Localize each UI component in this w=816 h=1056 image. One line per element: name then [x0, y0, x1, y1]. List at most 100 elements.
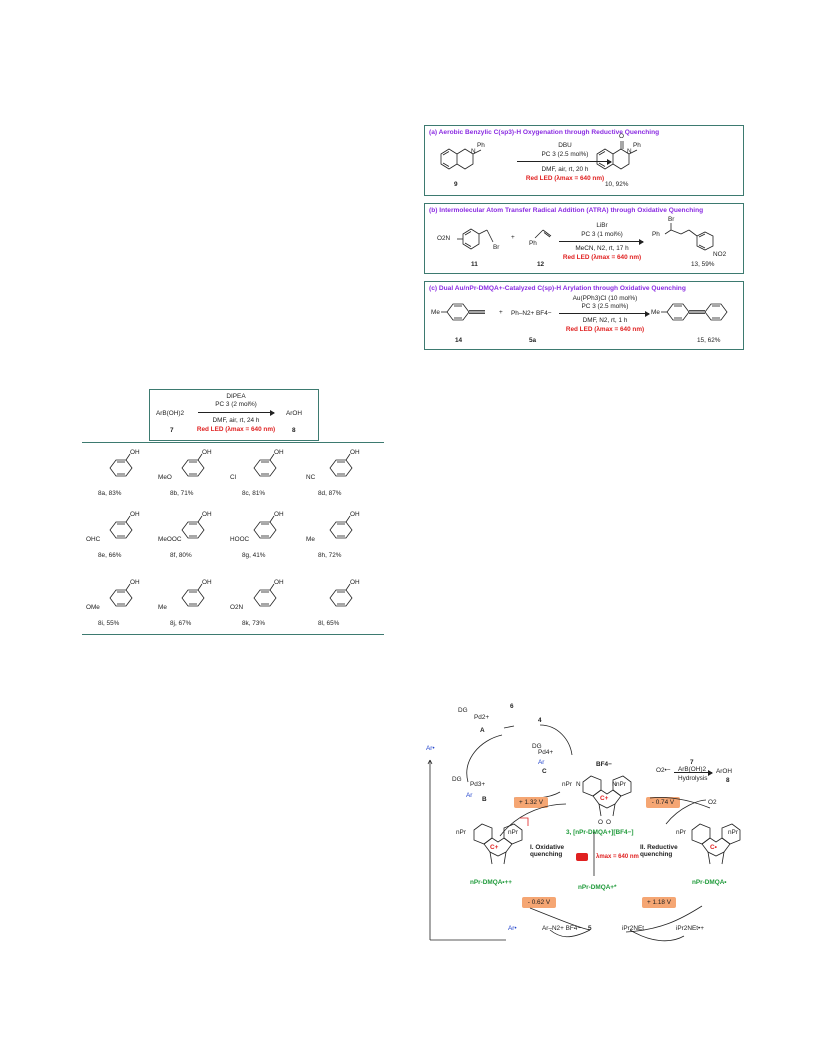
phenol-reactant: ArB(OH)2 [156, 410, 185, 417]
scheme-b-reagent1: LiBr [596, 222, 608, 229]
mech-dg-c: DG [532, 743, 542, 750]
mech-ar-b: Ar [466, 792, 473, 799]
phenol-light: Red LED (λmax = 640 nm) [196, 426, 276, 433]
mech-oxidative: I. Oxidative quenching [530, 844, 565, 858]
phenol-product-structure [181, 515, 205, 539]
mech-ar-c: Ar [538, 759, 545, 766]
mech-amine-radical: iPr2NEt•+ [676, 925, 704, 932]
mech-cplus2: C+ [490, 844, 499, 851]
scheme-a-product-label: 10, 92% [605, 181, 629, 188]
scheme-a-arrow [517, 158, 612, 165]
phenol-product-label: 8a, 83% [98, 490, 122, 497]
scheme-b-sm1-label: 11 [471, 261, 478, 268]
phenol-substituent-label: MeO [158, 474, 172, 481]
scheme-c-product-me: Me [651, 309, 660, 316]
mech-pd3: Pd3+ [470, 781, 486, 788]
phenol-substituent-label: MeOOC [158, 536, 182, 543]
phenol-product-structure [109, 515, 133, 539]
phenol-oh-label: OH [274, 449, 284, 456]
phenol-product-label: 8k, 73% [242, 620, 266, 627]
phenol-product-structure [253, 515, 277, 539]
scheme-a-ph: Ph [477, 142, 485, 149]
phenol-product-structure [109, 453, 133, 477]
scheme-c-reagent2: PC 3 (2.5 mol%) [581, 303, 629, 310]
scheme-c-sm1-label: 14 [455, 337, 463, 344]
mech-npr-l: nPr [562, 781, 572, 788]
potential-4: + 1.18 V [642, 897, 676, 908]
scheme-b-ph: Ph [529, 240, 537, 247]
mech-diazonium-num: 5 [588, 925, 592, 932]
phenol-oh-label: OH [350, 449, 360, 456]
scheme-a-reagent1: DBU [558, 142, 572, 149]
scheme-c-conditions: DMF, N2, rt, 1 h [582, 317, 628, 324]
phenol-table-bottom-border [82, 634, 384, 635]
mech-superoxide: O2•− [656, 767, 671, 774]
mech-cdot: C• [710, 844, 717, 851]
mech-o-r: O [606, 819, 611, 826]
phenol-table-top-border [82, 442, 384, 443]
scheme-c-light: Red LED (λmax = 640 nm) [565, 326, 645, 333]
scheme-a-ph2: Ph [633, 142, 641, 149]
diarylacetylene-structure [661, 303, 728, 321]
phenol-reagent2: PC 3 (2 mol%) [215, 401, 257, 408]
phenol-oh-label: OH [202, 449, 212, 456]
scheme-a-title: (a) Aerobic Benzylic C(sp3)-H Oxygenatio… [429, 129, 660, 136]
phenol-oh-label: OH [274, 511, 284, 518]
mech-boronic-num: 7 [690, 759, 694, 766]
phenol-oh-label: OH [350, 511, 360, 518]
scheme-b-no2: NO2 [713, 251, 727, 258]
mech-diazonium: Ar–N2+ BF4− [542, 925, 582, 932]
mech-o2: O2 [708, 799, 717, 806]
phenol-arrow [198, 409, 275, 416]
scheme-a-sm-label: 9 [454, 181, 458, 188]
phenol-reagent1: DIPEA [226, 393, 246, 400]
neutral-radical-structure [691, 823, 741, 865]
phenol-product-label: 8c, 81% [242, 490, 266, 497]
scheme-b-arrow [559, 238, 644, 245]
scheme-b-sm2-label: 12 [537, 261, 545, 268]
phenol-oh-label: OH [130, 449, 140, 456]
phenol-oh-label: OH [202, 579, 212, 586]
scheme-a-n: N [471, 148, 476, 155]
scheme-b-o2n: O2N [437, 235, 451, 242]
phenol-product-structure [329, 583, 353, 607]
scheme-b-reagent2: PC 3 (1 mol%) [581, 231, 623, 238]
tetrahydroisoquinoline-structure [440, 148, 482, 170]
phenol-product-label: 8g, 41% [242, 552, 266, 559]
mech-c: C [542, 768, 547, 775]
mech-boronic: ArB(OH)2 [678, 766, 707, 773]
phenol-substituent-label: OMe [86, 604, 100, 611]
scheme-c-title: (c) Dual Au/nPr-DMQA+-Catalyzed C(sp)-H … [429, 285, 686, 292]
phenol-substituent-label: O2N [230, 604, 244, 611]
phenol-substituent-label: Cl [230, 474, 237, 481]
phenol-scheme-box: ArB(OH)2 7 DIPEA PC 3 (2 mol%) DMF, air,… [149, 389, 319, 441]
nitrobenzyl-bromide-structure [457, 228, 494, 250]
mech-radical-cation-label: nPr-DMQA•++ [470, 879, 513, 886]
phenol-oh-label: OH [350, 579, 360, 586]
phenol-oh-label: OH [202, 511, 212, 518]
scheme-b-box: (b) Intermolecular Atom Transfer Radical… [424, 203, 744, 274]
mech-ar-dot2: Ar• [508, 925, 517, 932]
scheme-c-box: (c) Dual Au/nPr-DMQA+-Catalyzed C(sp)-H … [424, 281, 744, 350]
phenol-product-structure [329, 515, 353, 539]
red-led-icon [576, 853, 588, 861]
mech-hydrolysis: Hydrolysis [678, 775, 708, 782]
mech-n-r: N [612, 781, 617, 788]
phenol-product-structure [329, 453, 353, 477]
tolylacetylene-structure [441, 303, 485, 321]
atra-product-structure [664, 223, 714, 251]
mech-npr-r3: nPr [728, 829, 738, 836]
scheme-b-title: (b) Intermolecular Atom Transfer Radical… [429, 207, 704, 214]
mech-dg-a: DG [458, 707, 468, 714]
radical-cation-structure [473, 817, 529, 865]
mech-aroh-num: 8 [726, 777, 730, 784]
scheme-c-sm2-label: 5a [529, 337, 537, 344]
phenol-product-label: 8j, 67% [170, 620, 192, 627]
phenol-product-structure [109, 583, 133, 607]
mech-npr-r2: nPr [508, 829, 518, 836]
mech-light: λmax = 640 nm [596, 854, 639, 860]
scheme-c-product-label: 15, 62% [697, 337, 721, 344]
scheme-c-diazonium: Ph–N2+ BF4− [511, 310, 552, 317]
phenol-substituent-label: NC [306, 474, 316, 481]
phenol-product-structure [253, 453, 277, 477]
